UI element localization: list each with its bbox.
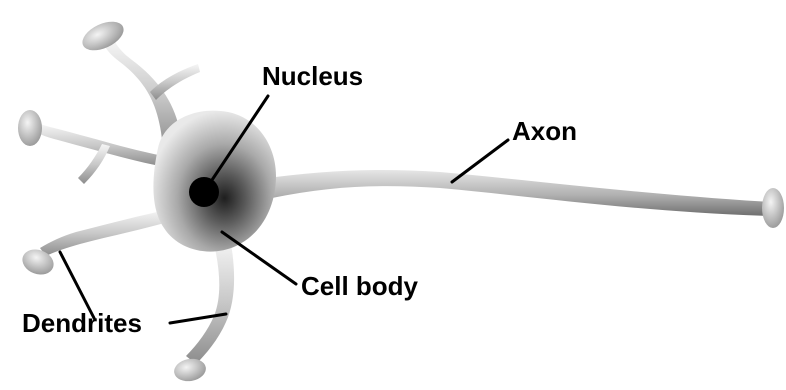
label-cell-body: Cell body xyxy=(301,273,418,299)
label-nucleus: Nucleus xyxy=(262,63,363,89)
dendrite-bottom xyxy=(186,238,234,364)
label-axon: Axon xyxy=(512,118,577,144)
nucleus xyxy=(189,177,219,207)
dendrite-top-branch xyxy=(150,64,200,100)
dendrite-terminal-bottom xyxy=(172,356,207,383)
dendrite-terminal-upper-left xyxy=(18,110,42,146)
label-dendrites: Dendrites xyxy=(22,310,142,336)
cell-body xyxy=(153,111,276,252)
dendrite-lower-left xyxy=(40,210,168,256)
axon xyxy=(268,170,770,216)
axon-terminal xyxy=(762,188,784,228)
dendrite-upper-left-branch xyxy=(78,144,110,184)
leader-line-axon xyxy=(452,140,508,182)
leader-lines xyxy=(60,96,508,323)
